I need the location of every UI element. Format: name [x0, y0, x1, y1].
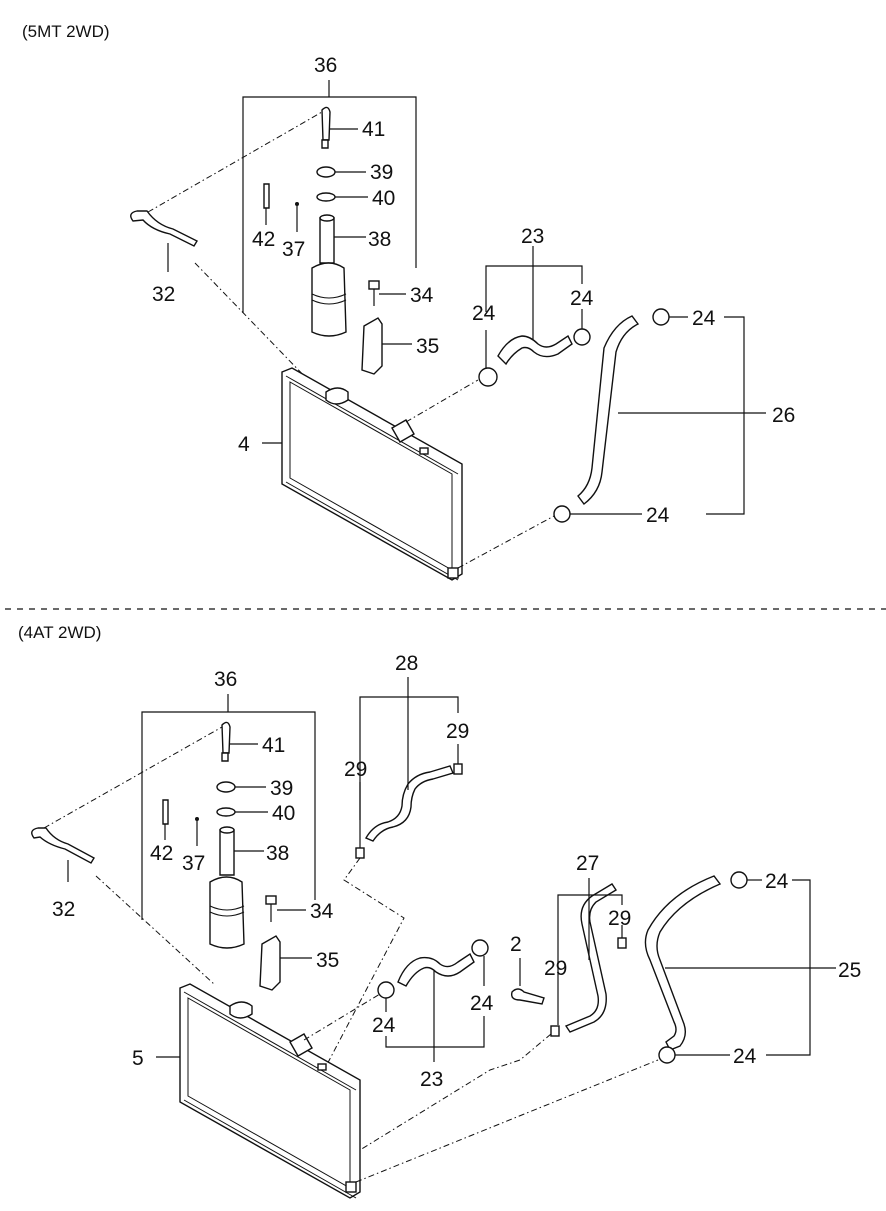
- hose-clip-part: [550, 1025, 560, 1037]
- hose-clip-part: [355, 847, 365, 859]
- hose-clamp-part: [377, 981, 395, 999]
- lower-hose-part: [644, 875, 722, 1051]
- label-35: 35: [316, 949, 339, 972]
- label-37: 37: [282, 238, 305, 261]
- overflow-hose-part: [130, 210, 198, 247]
- hose-clamp-part: [652, 308, 670, 326]
- label-34: 34: [310, 900, 334, 923]
- radiator-part: [281, 367, 463, 581]
- hose-clamp-part: [730, 871, 748, 889]
- section-5mt-2wd: (5MT 2WD) 36 41 39 40 42 37: [22, 22, 795, 581]
- label-24c: 24: [692, 307, 716, 330]
- label-42: 42: [252, 228, 275, 251]
- pipe-fitting-part: [510, 988, 545, 1005]
- radiator-part: [179, 983, 361, 1199]
- label-24b: 24: [570, 287, 594, 310]
- atf-hose-part: [564, 883, 617, 1033]
- reservoir-cap-part: [316, 166, 336, 178]
- label-34: 34: [410, 284, 434, 307]
- label-2: 2: [510, 933, 522, 956]
- label-26: 26: [772, 404, 795, 427]
- label-40: 40: [272, 802, 295, 825]
- upper-hose-part: [497, 334, 573, 366]
- section-caption: (5MT 2WD): [22, 22, 110, 41]
- label-36: 36: [314, 54, 337, 77]
- reservoir-hose-part: [321, 106, 331, 149]
- label-29d: 29: [544, 957, 567, 980]
- label-38: 38: [266, 842, 289, 865]
- overflow-pipe-part: [263, 183, 270, 209]
- overflow-pipe-part: [162, 799, 169, 825]
- section-4at-2wd: (4AT 2WD) 36 41 39 40 42 37 38: [18, 623, 861, 1199]
- section-caption: (4AT 2WD): [18, 623, 101, 642]
- hose-clamp-part: [471, 939, 489, 957]
- label-35: 35: [416, 335, 439, 358]
- label-40: 40: [372, 187, 395, 210]
- hose-clamp-part: [573, 328, 591, 346]
- reservoir-tank-part: [311, 214, 347, 337]
- label-24b: 24: [470, 992, 494, 1015]
- label-37: 37: [182, 852, 205, 875]
- label-28: 28: [395, 652, 418, 675]
- label-5: 5: [132, 1047, 144, 1070]
- label-39: 39: [270, 777, 293, 800]
- label-41: 41: [262, 734, 285, 757]
- label-27: 27: [576, 852, 599, 875]
- atf-hose-part: [365, 765, 454, 842]
- label-29c: 29: [608, 907, 631, 930]
- overflow-hose-part: [31, 827, 95, 864]
- hose-clamp-part: [478, 367, 498, 387]
- reservoir-cap-part: [216, 781, 236, 793]
- label-24c: 24: [765, 870, 789, 893]
- mounting-bracket-part: [361, 317, 383, 375]
- label-42: 42: [150, 842, 173, 865]
- label-25: 25: [838, 959, 861, 982]
- label-29b: 29: [344, 758, 367, 781]
- label-24d: 24: [733, 1045, 757, 1068]
- reservoir-tank-part: [209, 826, 245, 949]
- label-29a: 29: [446, 720, 469, 743]
- label-23: 23: [521, 225, 544, 248]
- hose-clip-part: [617, 937, 627, 949]
- upper-hose-part: [397, 952, 475, 987]
- lower-hose-part: [577, 315, 640, 505]
- seal-ring-part: [216, 807, 236, 817]
- bolt-part: [265, 895, 277, 922]
- label-24a: 24: [372, 1014, 396, 1037]
- hose-clamp-part: [553, 505, 571, 523]
- bolt-part: [368, 280, 380, 306]
- label-36: 36: [214, 668, 237, 691]
- label-38: 38: [368, 228, 391, 251]
- label-41: 41: [362, 118, 385, 141]
- hose-clip-part: [453, 763, 463, 775]
- label-39: 39: [370, 161, 393, 184]
- label-32: 32: [152, 283, 175, 306]
- reservoir-hose-part: [221, 721, 231, 762]
- label-24a: 24: [472, 302, 496, 325]
- mounting-bracket-part: [259, 935, 281, 991]
- label-32: 32: [52, 898, 75, 921]
- label-24d: 24: [646, 504, 670, 527]
- label-23: 23: [420, 1068, 443, 1091]
- seal-ring-part: [316, 192, 336, 202]
- hose-clamp-part: [658, 1046, 676, 1064]
- label-4: 4: [238, 433, 250, 456]
